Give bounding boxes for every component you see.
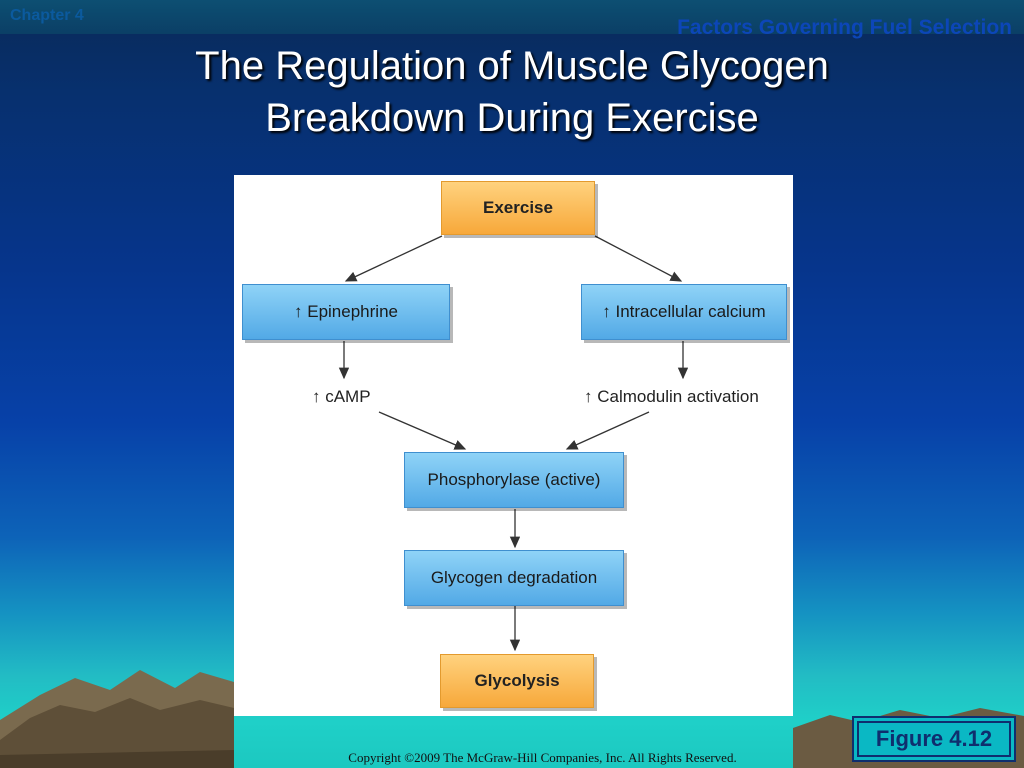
section-title: Factors Governing Fuel Selection — [677, 16, 1012, 39]
node-phosphorylase-active: Phosphorylase (active) — [404, 452, 624, 508]
node-glycogen-degradation: Glycogen degradation — [404, 550, 624, 606]
node-glycolysis: Glycolysis — [440, 654, 594, 708]
copyright-footer: Copyright ©2009 The McGraw-Hill Companie… — [348, 750, 737, 765]
slide-title-line-2: Breakdown During Exercise — [265, 96, 759, 140]
label-calmodulin-activation: ↑ Calmodulin activation — [584, 387, 759, 406]
node-intracellular-calcium: ↑ Intracellular calcium — [581, 284, 787, 340]
flowchart-panel: Exercise ↑ Epinephrine ↑ Intracellular c… — [234, 175, 793, 716]
slide-title: The Regulation of Muscle Glycogen Breakd… — [0, 40, 1024, 144]
arrow-exercise-to-calcium — [594, 235, 683, 282]
arrow-calmodulin-to-phosphorylase — [565, 411, 650, 450]
arrow-camp-to-phosphorylase — [378, 411, 467, 450]
arrow-exercise-to-epinephrine — [344, 235, 443, 282]
figure-label-box: Figure 4.12 — [852, 716, 1016, 762]
slide-title-line-1: The Regulation of Muscle Glycogen — [195, 44, 829, 88]
chapter-label: Chapter 4 — [10, 7, 84, 24]
label-camp: ↑ cAMP — [312, 387, 371, 406]
figure-label: Figure 4.12 — [857, 721, 1011, 757]
node-epinephrine: ↑ Epinephrine — [242, 284, 450, 340]
node-exercise: Exercise — [441, 181, 595, 235]
flowchart-arrows — [338, 235, 689, 652]
header-band — [0, 0, 1024, 34]
